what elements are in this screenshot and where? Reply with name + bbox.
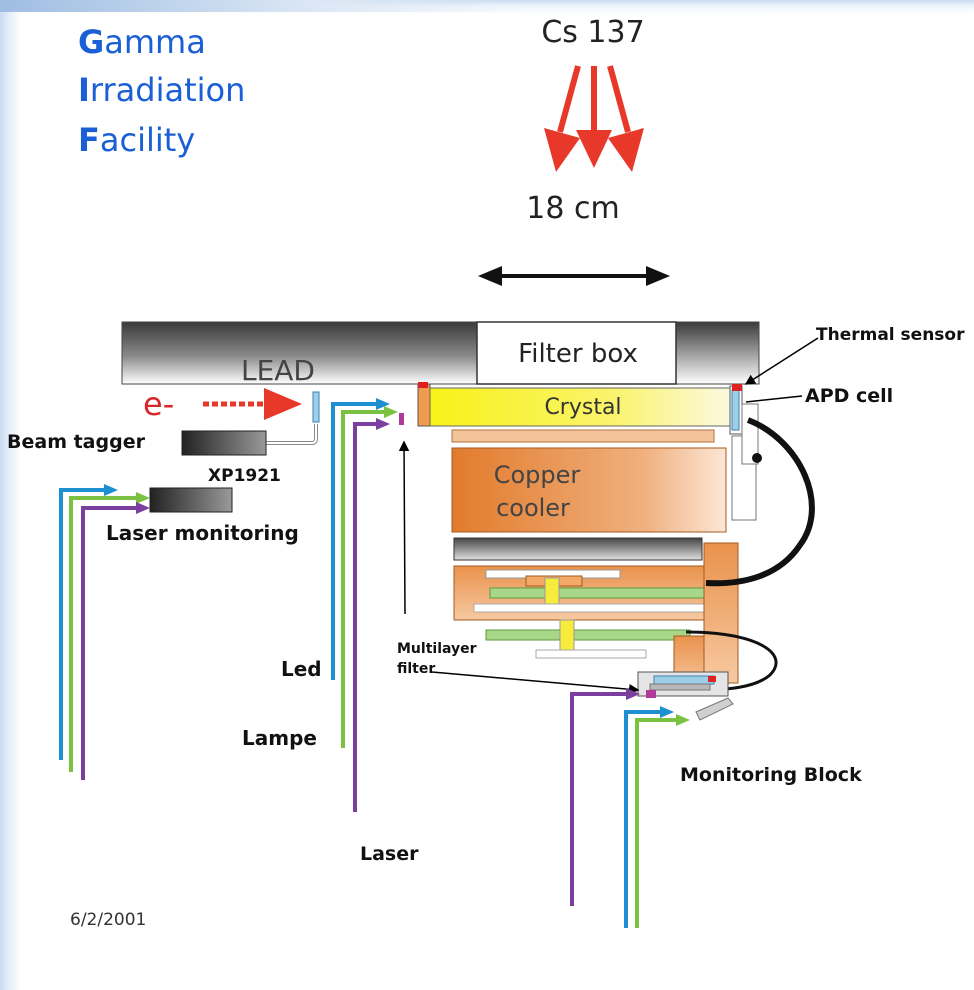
title-facility: Facility [78,121,196,159]
support-plate [453,537,703,561]
electron-beam-arrow [203,388,302,420]
apd-cell-pointer [745,395,803,403]
multilayer-filter-label-2: filter [397,661,435,677]
crystal [429,387,731,427]
fiber-bundle-laser-monitoring [59,484,150,780]
copper-cooler-label-2: cooler [496,494,570,522]
multilayer-filter-pointer [431,671,640,695]
injector-pointer [398,440,410,615]
lampe-label: Lampe [242,726,317,750]
lead-shield-right [675,321,760,385]
monitoring-block-label: Monitoring Block [680,764,862,786]
thermal-sensor-pointer [744,337,819,385]
xp1921-label: XP1921 [208,466,281,486]
title-irradiation: Irradiation [78,71,246,109]
monitoring-block [637,671,734,721]
copper-cooler-label-1: Copper [494,461,581,489]
laser-monitoring-pmt [149,487,233,513]
electron-label: e- [143,385,174,423]
beam-tagger-pmt [181,430,267,456]
distance-double-arrow [478,266,670,286]
apd-cable [705,417,815,587]
filter-box [476,321,677,385]
thermal-sensor-label: Thermal sensor [816,325,965,345]
fiber-bundle-monitoring-block [570,688,690,928]
beam-tagger-label: Beam tagger [7,431,146,453]
laser-monitoring-label: Laser monitoring [106,521,299,545]
copper-cooler [451,447,727,533]
crystal-front-sensor [418,382,428,388]
crystal-front-wrap [417,383,431,427]
title-gamma: Gamma [78,23,206,61]
crystal-label: Crystal [544,395,621,420]
cable-clip [752,453,762,463]
copper-plate [451,429,715,443]
multilayer-filter-label-1: Multilayer [397,641,477,657]
tagger-lightguide [265,424,318,445]
filter-box-label: Filter box [518,339,638,369]
mechanical-stage [453,542,739,691]
distance-label: 18 cm [526,191,619,226]
laser-label: Laser [360,843,419,865]
gamma-rays-arrows [544,65,644,172]
crystal-fiber-injector [399,413,404,425]
slide-corner-decoration [0,0,520,12]
lead-shield-left [121,321,478,385]
thermal-sensor [732,384,742,391]
source-label: Cs 137 [541,15,644,50]
led-label: Led [281,657,322,681]
lead-label: LEAD [241,354,315,387]
slide-date: 6/2/2001 [70,910,147,930]
fiber-bundle-crystal-injection [331,398,398,812]
tagger-scintillator [312,391,320,423]
apd-cell [731,389,740,431]
apd-cell-label: APD cell [805,385,893,407]
apd-support-top [741,403,759,465]
